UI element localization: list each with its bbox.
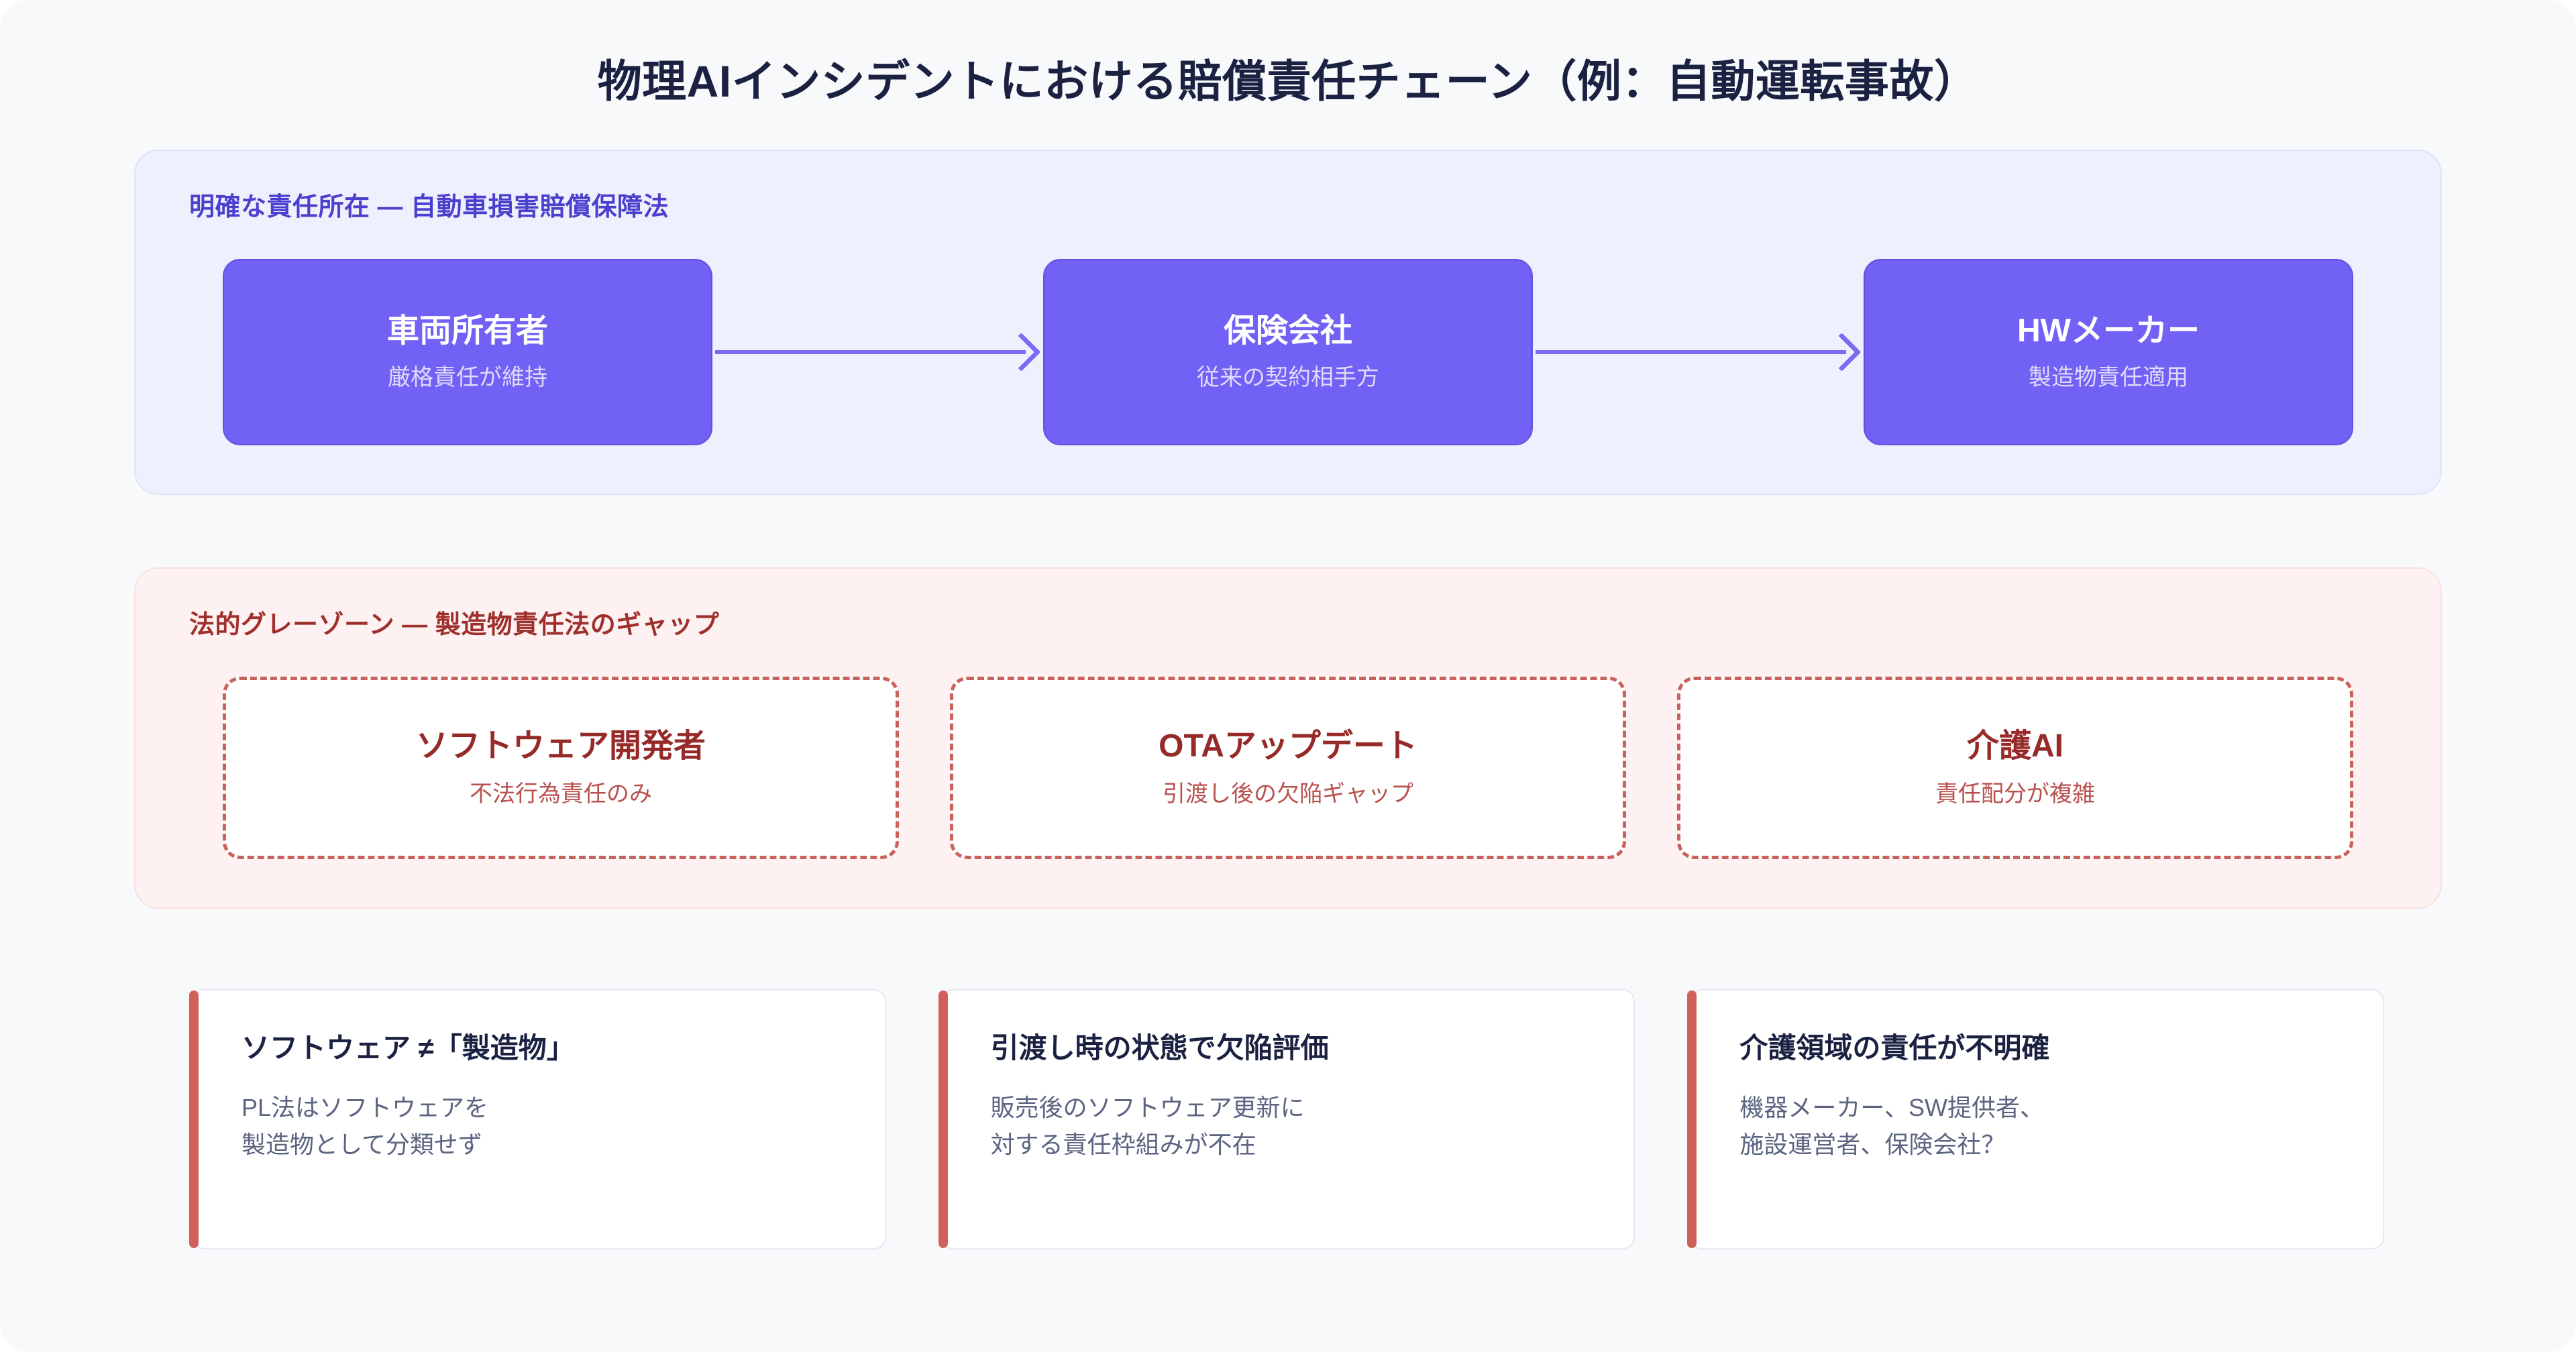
arrow-head [1822, 333, 1862, 372]
note-body-line: 施設運営者、保険会社？ [1739, 1131, 2006, 1159]
gray-node-subtitle: 不法行為責任のみ [470, 781, 652, 807]
flow-node-subtitle: 製造物責任適用 [2029, 365, 2188, 391]
note-title: 介護領域の責任が不明確 [1739, 1032, 2050, 1064]
note-card-defect-at-delivery[interactable]: 引渡し時の状態で欠陥評価 販売後のソフトウェア更新に 対する責任枠組みが不在 [938, 989, 1635, 1250]
note-title: 引渡し時の状態で欠陥評価 [990, 1032, 1329, 1064]
flow-node-hw-manufacturer[interactable]: HWメーカー 製造物責任適用 [1864, 259, 2353, 446]
arrow-shaft [1536, 350, 1846, 355]
note-body: 機器メーカー、SW提供者、 施設運営者、保険会社？ [1739, 1089, 2345, 1164]
note-body: 販売後のソフトウェア更新に 対する責任枠組みが不在 [991, 1089, 1597, 1164]
gray-node-care-ai[interactable]: 介護AI 責任配分が複雑 [1677, 677, 2353, 860]
gray-node-software-developer[interactable]: ソフトウェア開発者 不法行為責任のみ [223, 677, 899, 860]
note-body-line: PL法はソフトウェアを [241, 1093, 489, 1121]
gray-node-subtitle: 引渡し後の欠陥ギャップ [1163, 781, 1413, 807]
note-body-line: 販売後のソフトウェア更新に [990, 1093, 1305, 1121]
gray-node-title: OTAアップデート [1159, 728, 1417, 765]
arrow-head [1002, 333, 1041, 372]
flow-node-title: 保険会社 [1223, 313, 1352, 349]
gray-node-ota-update[interactable]: OTAアップデート 引渡し後の欠陥ギャップ [950, 677, 1626, 860]
flow-node-title: 車両所有者 [386, 313, 548, 349]
gray-section-label: 法的グレーゾーン — 製造物責任法のギャップ [189, 611, 720, 640]
note-body-line: 対する責任枠組みが不在 [990, 1131, 1256, 1159]
note-body-line: 機器メーカー、SW提供者、 [1739, 1093, 2044, 1121]
note-accent-bar [1687, 991, 1697, 1249]
gray-node-title: ソフトウェア開発者 [415, 728, 706, 765]
note-accent-bar [189, 991, 199, 1249]
note-body: PL法はソフトウェアを 製造物として分類せず [241, 1089, 847, 1164]
flow-node-subtitle: 厳格責任が維持 [388, 365, 547, 391]
note-title: ソフトウェア ≠「製造物」 [241, 1032, 575, 1064]
flow-node-subtitle: 従来の契約相手方 [1197, 365, 1379, 391]
gray-node-subtitle: 責任配分が複雑 [1935, 781, 2095, 807]
arrow-shaft [715, 350, 1026, 355]
note-accent-bar [938, 991, 948, 1249]
flow-node-insurance-company[interactable]: 保険会社 従来の契約相手方 [1043, 259, 1533, 446]
flow-node-title: HWメーカー [2017, 313, 2200, 349]
clear-section-label: 明確な責任所在 — 自動車損害賠償保障法 [189, 193, 669, 222]
gray-zone-row: ソフトウェア開発者 不法行為責任のみ OTAアップデート 引渡し後の欠陥ギャップ… [189, 677, 2387, 860]
page-title: 物理AIインシデントにおける賠償責任チェーン（例：自動運転事故） [597, 56, 1979, 106]
note-card-software-not-product[interactable]: ソフトウェア ≠「製造物」 PL法はソフトウェアを 製造物として分類せず [189, 989, 886, 1250]
notes-row: ソフトウェア ≠「製造物」 PL法はソフトウェアを 製造物として分類せず 引渡し… [189, 989, 2385, 1250]
gray-node-title: 介護AI [1966, 728, 2063, 765]
note-body-line: 製造物として分類せず [241, 1131, 482, 1159]
liability-flow-row: 車両所有者 厳格責任が維持 保険会社 従来の契約相手方 HWメーカー 製造物責任… [189, 259, 2387, 446]
gray-zone-section: 法的グレーゾーン — 製造物責任法のギャップ ソフトウェア開発者 不法行為責任の… [134, 567, 2442, 909]
flow-node-vehicle-owner[interactable]: 車両所有者 厳格責任が維持 [223, 259, 712, 446]
note-card-care-domain-unclear[interactable]: 介護領域の責任が不明確 機器メーカー、SW提供者、 施設運営者、保険会社？ [1687, 989, 2385, 1250]
arrow-right-icon [1536, 332, 1862, 372]
arrow-right-icon [715, 332, 1041, 372]
clear-liability-section: 明確な責任所在 — 自動車損害賠償保障法 車両所有者 厳格責任が維持 保険会社 … [134, 150, 2442, 496]
